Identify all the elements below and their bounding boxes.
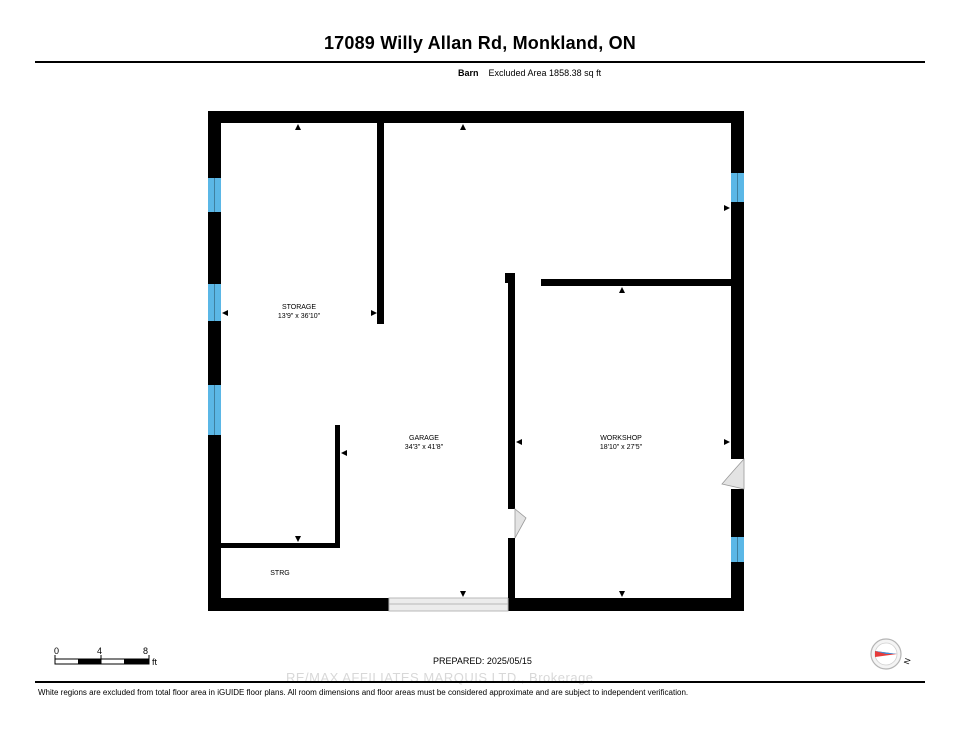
- footer-rule: [35, 681, 925, 683]
- room-dimensions: 34'3" x 41'8": [405, 444, 444, 451]
- room-dimensions: 18'10" x 27'5": [600, 444, 643, 451]
- south-wall-west: [208, 598, 389, 611]
- workshop-north-wall: [541, 279, 731, 286]
- south-wall-east: [508, 598, 744, 611]
- scale-label: 0: [54, 646, 60, 656]
- scale-unit: ft: [152, 657, 158, 667]
- brokerage-watermark: RE/MAX AFFILIATES MARQUIS LTD., Brokerag…: [286, 670, 594, 685]
- room-name: STRG: [270, 570, 289, 577]
- north-wall: [208, 111, 744, 123]
- strg-wall-vertical: [335, 425, 340, 548]
- floor-subtitle: Barn Excluded Area 1858.38 sq ft: [458, 68, 601, 78]
- header-rule: [35, 61, 925, 63]
- storage-wall: [377, 123, 384, 324]
- room-dimensions: 13'9" x 36'10": [278, 313, 321, 320]
- floor-name: Barn: [458, 68, 479, 78]
- excluded-area: Excluded Area 1858.38 sq ft: [488, 68, 602, 78]
- scale-bar: [54, 655, 150, 665]
- column: [505, 273, 515, 283]
- room-name: STORAGE: [282, 304, 316, 311]
- workshop-door-swing: [514, 508, 527, 539]
- dimension-markers: [222, 124, 730, 597]
- footnote: White regions are excluded from total fl…: [38, 688, 689, 697]
- compass-north-label: N: [902, 657, 913, 666]
- page-title: 17089 Willy Allan Rd, Monkland, ON: [323, 33, 637, 53]
- west-wall: [208, 111, 221, 611]
- room-name: GARAGE: [409, 435, 439, 442]
- workshop-west-wall-lower: [508, 538, 515, 598]
- strg-wall-horizontal: [221, 543, 340, 548]
- scale-label: 8: [143, 646, 149, 656]
- scale-label: 4: [97, 646, 103, 656]
- room-name: WORKSHOP: [600, 435, 642, 442]
- workshop-west-wall-upper: [508, 283, 515, 509]
- east-door-swing: [721, 457, 745, 490]
- prepared-date: PREPARED: 2025/05/15: [433, 656, 532, 666]
- compass-icon: N: [870, 638, 913, 670]
